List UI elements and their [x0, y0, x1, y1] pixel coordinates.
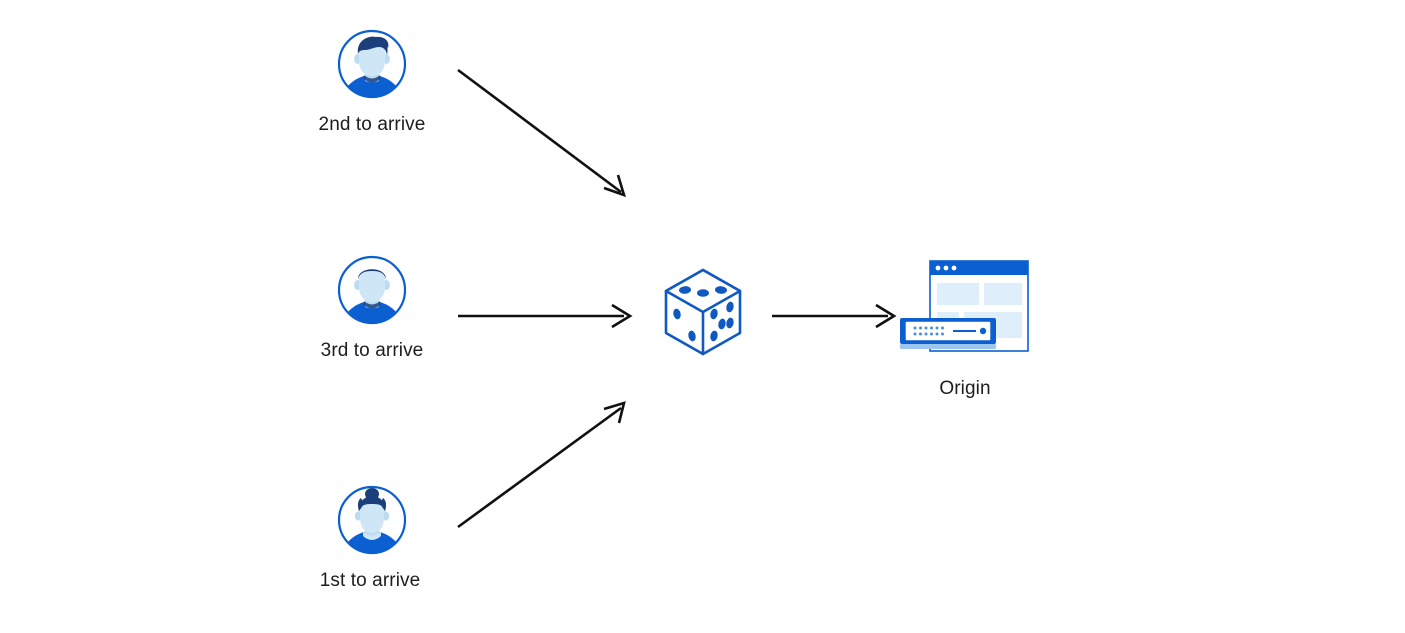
arrow-bottom [457, 401, 626, 529]
client-node-bottom[interactable] [336, 484, 408, 556]
origin-label: Origin [939, 378, 991, 399]
client-label-middle: 3rd to arrive [320, 340, 424, 361]
origin-server-icon [900, 260, 1029, 352]
user-avatar-icon [337, 485, 407, 555]
origin-node[interactable] [896, 258, 1036, 363]
user-avatar-icon [337, 255, 407, 325]
dice-icon [664, 268, 742, 356]
dice-left-pips [673, 308, 696, 342]
router-ports [913, 326, 944, 336]
client-node-middle[interactable] [336, 254, 408, 326]
arrow-middle [458, 303, 633, 329]
user-avatar-icon [337, 29, 407, 99]
dice-top-pips [679, 286, 727, 297]
client-node-top[interactable] [336, 28, 408, 100]
load-balancer-node[interactable] [660, 266, 746, 358]
dice-right-pips [710, 301, 734, 342]
client-label-bottom: 1st to arrive [319, 570, 421, 591]
arrow-origin [772, 303, 897, 329]
client-label-top: 2nd to arrive [318, 114, 426, 135]
router-device-icon [900, 318, 996, 349]
